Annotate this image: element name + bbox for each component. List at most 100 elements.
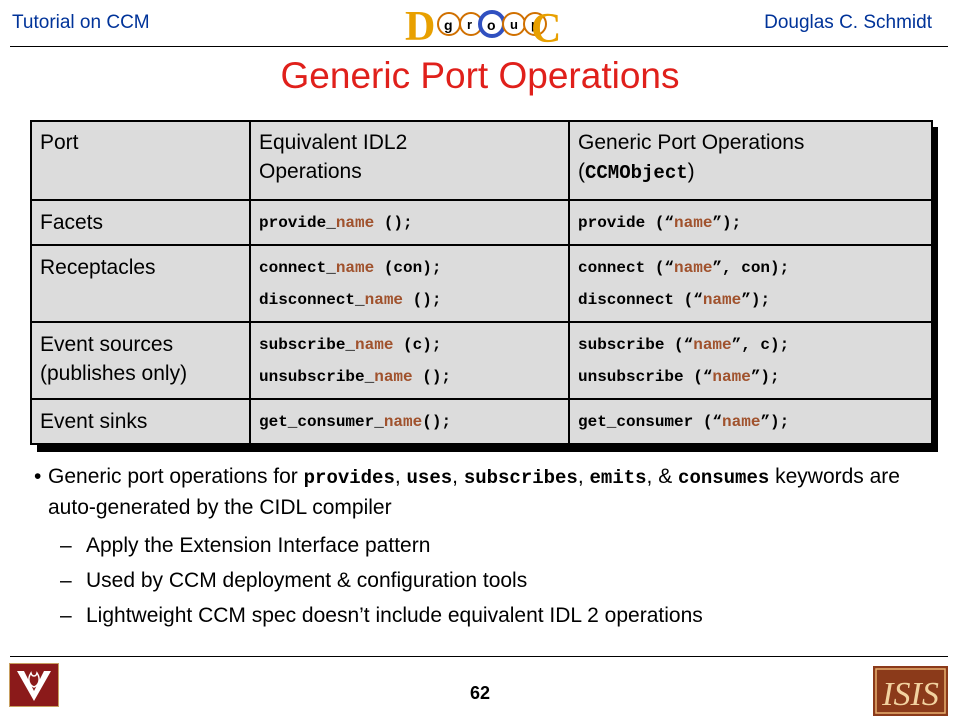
op-suffix: ”); [750,368,780,387]
port-event-sources: Event sources (publishes only) [30,321,251,401]
op-name: name [693,336,732,355]
port-event-sources-line1: Event sources [40,333,174,357]
header-generic-line1: Generic Port Operations [578,131,805,154]
op-suffix: (con); [374,258,442,277]
dash-marker: – [60,604,72,627]
port-event-sources-line2: (publishes only) [40,362,188,386]
header-author: Douglas C. Schmidt [764,12,932,33]
header-generic-paren-close: ) [687,160,695,183]
bullet-sep: , & [646,465,679,488]
keyword-uses: uses [406,467,453,489]
logo-letter-o: o [487,17,496,33]
sub-bullet: –Used by CCM deployment & configuration … [34,563,934,598]
table-row: Event sinks get_consumer_name(); get_con… [30,398,933,445]
op-suffix: ”, con); [712,258,790,277]
header-port: Port [30,119,251,202]
op-prefix: provide (“ [578,214,675,233]
idl2-op: disconnect_name (); [259,284,560,316]
op-name: name [364,290,404,309]
idl2-op: connect_name (con); [259,252,560,284]
logo-ring-5 [523,12,547,36]
logo-letter-r: r [467,17,472,32]
op-name: name [374,368,413,387]
op-name: name [712,368,751,387]
sub-bullet-text: Used by CCM deployment & configuration t… [86,569,528,592]
generic-op: provide (“name”); [578,207,923,239]
idl2-cell: get_consumer_name(); [249,398,570,445]
logo-letter-d: D [405,4,435,46]
op-prefix: provide_ [259,214,336,233]
generic-op: subscribe (“name”, c); [578,329,923,361]
op-name: name [722,413,761,432]
bullet-dot: • [34,465,42,488]
doc-group-logo: D g r o u p C [405,4,561,46]
op-prefix: disconnect (“ [578,290,703,309]
generic-cell: get_consumer (“name”); [568,398,933,445]
op-suffix: (); [412,368,452,387]
sub-bullet: –Apply the Extension Interface pattern [34,528,934,563]
op-suffix: ”); [760,413,790,432]
idl2-cell: connect_name (con); disconnect_name (); [249,243,570,324]
isis-logo: ISIS [873,666,948,716]
op-suffix: ”); [712,214,742,233]
idl2-op: provide_name (); [259,207,560,239]
bullet-main: • Generic port operations for provides , … [34,462,934,522]
page-number: 62 [469,683,491,703]
op-suffix: (); [403,290,442,309]
bullet-text: Generic port operations for [48,465,304,488]
op-name: name [335,258,375,277]
op-name: name [702,290,742,309]
op-suffix: (c); [393,336,442,355]
header-idl2-line1: Equivalent IDL2 [259,131,408,154]
op-name: name [383,413,423,432]
logo-letter-g: g [444,17,453,33]
port-facets: Facets [30,199,251,246]
idl2-op: subscribe_name (c); [259,329,560,361]
header-generic-paren-open: ( [578,160,585,183]
keyword-provides: provides [303,467,395,489]
generic-cell: connect (“name”, con); disconnect (“name… [568,243,933,324]
generic-cell: provide (“name”); [568,199,933,246]
op-suffix: ”); [741,290,771,309]
bullet-text: keywords are auto-generated by the CIDL … [48,465,900,519]
logo-letter-u: u [510,17,518,32]
op-suffix: ”, c); [731,336,790,355]
slide-header: Tutorial on CCM D g r o u p C Douglas C.… [0,0,960,48]
logo-letter-p: p [531,17,539,32]
idl2-op: get_consumer_name(); [259,406,560,438]
op-prefix: unsubscribe (“ [578,368,713,387]
header-tutorial-title: Tutorial on CCM [12,12,150,33]
generic-op: get_consumer (“name”); [578,406,923,438]
bullet-sep: , [394,465,407,488]
generic-cell: subscribe (“name”, c); unsubscribe (“nam… [568,321,933,401]
sub-bullet-text: Lightweight CCM spec doesn’t include equ… [86,604,703,627]
op-prefix: subscribe (“ [578,336,694,355]
bullet-sep: , [452,465,464,488]
slide-title: Generic Port Operations [280,55,680,96]
op-suffix: (); [374,214,413,233]
keyword-consumes: consumes [678,467,770,489]
svg-text:ISIS: ISIS [881,676,939,713]
header-idl2-line2: Operations [259,160,362,183]
op-prefix: get_consumer_ [259,413,384,432]
op-prefix: subscribe_ [259,336,356,355]
op-prefix: get_consumer (“ [578,413,723,432]
table-row: Event sources (publishes only) subscribe_… [30,321,933,401]
keyword-subscribes: subscribes [463,467,578,489]
header-ccmobject: CCMObject [585,162,688,184]
generic-op: disconnect (“name”); [578,284,923,316]
logo-letter-c: C [531,6,561,46]
port-event-sinks: Event sinks [30,398,251,445]
op-prefix: unsubscribe_ [259,368,375,387]
port-receptacles: Receptacles [30,243,251,324]
keyword-emits: emits [589,467,647,489]
op-name: name [674,258,713,277]
header-divider [10,46,948,47]
generic-op: unsubscribe (“name”); [578,361,923,393]
bullet-sep: , [577,465,590,488]
idl2-cell: subscribe_name (c); unsubscribe_name (); [249,321,570,401]
table-row: Receptacles connect_name (con); disconne… [30,243,933,324]
